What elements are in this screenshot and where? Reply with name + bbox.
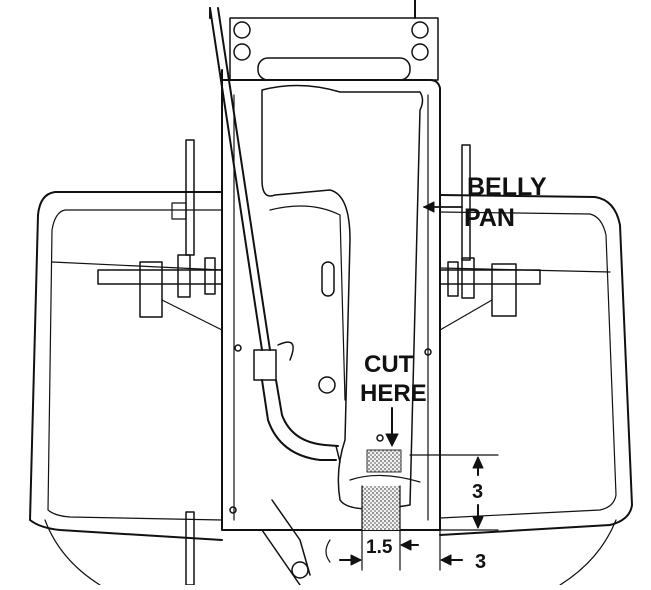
cut-here-label-line1: CUT bbox=[364, 351, 414, 378]
right-fender bbox=[439, 194, 633, 586]
vertical-dimension bbox=[409, 454, 499, 531]
frame-top bbox=[209, 0, 439, 81]
left-axle bbox=[97, 139, 223, 331]
belly-pan-label-line1: BELLY bbox=[467, 173, 547, 201]
bolt-icon bbox=[233, 43, 251, 61]
horizontal-dimensions bbox=[339, 529, 463, 571]
bolt-icon bbox=[411, 21, 429, 39]
offset-dimension-value: 3 bbox=[475, 551, 486, 573]
cut-here-label-line2: HERE bbox=[360, 380, 427, 407]
belly-pan-label-line2: PAN bbox=[464, 204, 515, 232]
bolt-icon bbox=[411, 43, 429, 61]
lift-rod bbox=[209, 7, 341, 463]
arrowhead-icon bbox=[423, 201, 435, 213]
right-axle bbox=[439, 144, 541, 331]
lower-linkage bbox=[185, 499, 331, 586]
cut-area bbox=[361, 449, 402, 531]
left-fender bbox=[29, 191, 223, 586]
width-dimension-value: 1.5 bbox=[366, 537, 393, 558]
bolt-icon bbox=[233, 21, 251, 39]
arrowhead-icon bbox=[385, 433, 399, 447]
vertical-dimension-value: 3 bbox=[472, 481, 483, 503]
